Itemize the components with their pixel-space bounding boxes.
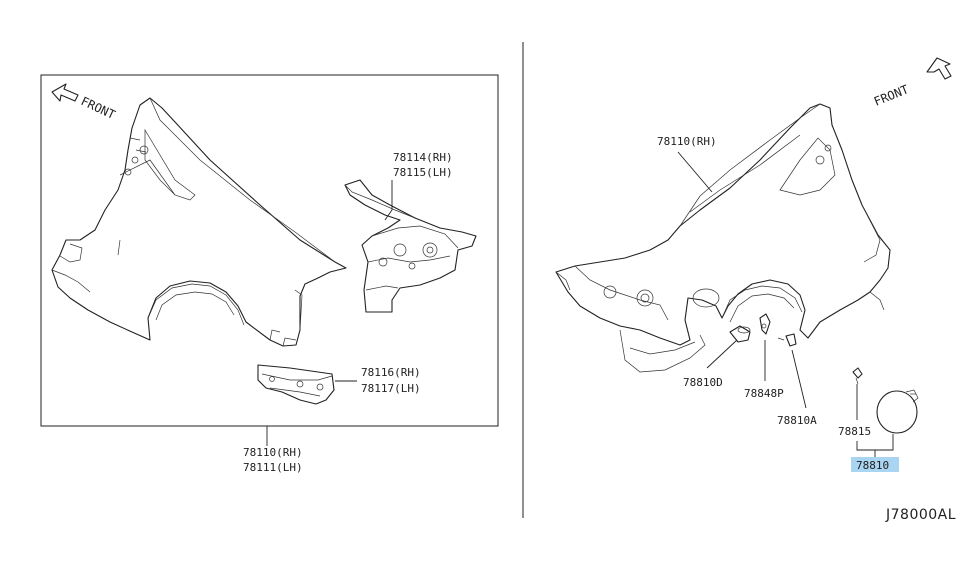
- fuel-filler-housing-78810D: [729, 325, 751, 343]
- quarter-panel-right-drawing: [555, 103, 891, 373]
- label-78110-right: 78110(RH): [657, 135, 717, 148]
- label-78810A: 78810A: [777, 414, 817, 427]
- label-78810D: 78810D: [683, 376, 723, 389]
- quarter-panel-left-drawing: [51, 97, 347, 347]
- clip-78848P: [759, 313, 771, 335]
- leader-78810D: [706, 339, 738, 369]
- label-78110-left: 78110(RH): [243, 446, 303, 459]
- label-78111: 78111(LH): [243, 461, 303, 474]
- leader-78114: [384, 180, 393, 221]
- label-78116: 78116(RH): [361, 366, 421, 379]
- front-label-left: FRONT: [79, 94, 118, 122]
- label-78115: 78115(LH): [393, 166, 453, 179]
- leader-78110-right: [677, 151, 713, 193]
- label-78117: 78117(LH): [361, 382, 421, 395]
- screw-78810A: [777, 333, 797, 347]
- label-78810[interactable]: 78810: [856, 459, 889, 472]
- leader-78810A: [791, 349, 807, 409]
- front-arrow-right: FRONT: [872, 57, 952, 109]
- diagram-code: J78000AL: [885, 507, 956, 523]
- front-arrow-left: FRONT: [51, 83, 118, 122]
- label-78114: 78114(RH): [393, 151, 453, 164]
- fuel-lid-78810: [876, 389, 919, 434]
- inner-panel-78114-drawing: [344, 179, 477, 313]
- label-78848P: 78848P: [744, 387, 784, 400]
- label-78815: 78815: [838, 425, 871, 438]
- bracket-78116-drawing: [257, 364, 335, 405]
- highlight-78810: [851, 457, 899, 472]
- spring-78815: [852, 367, 863, 385]
- leader-78810-bracket: [856, 434, 894, 458]
- front-label-right: FRONT: [872, 82, 911, 109]
- left-panel-frame: [40, 74, 499, 427]
